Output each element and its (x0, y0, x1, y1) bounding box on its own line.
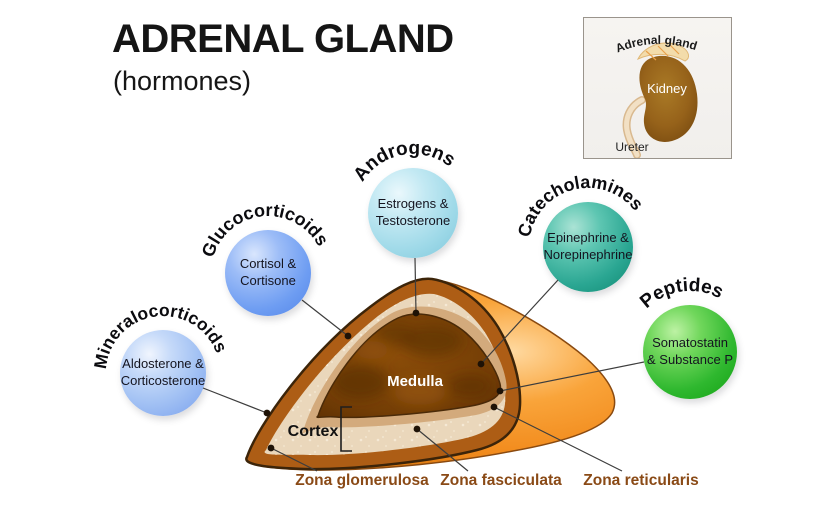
medulla-texture (332, 323, 492, 405)
zona-fasciculata-dot (413, 425, 421, 433)
zona-fasciculata-label: Zona fasciculata (440, 472, 562, 489)
kidney-shape (639, 55, 698, 142)
gland-cortex-speckles (264, 293, 506, 456)
page-subtitle: (hormones) (113, 66, 252, 96)
zona-reticularis-dot (490, 403, 498, 411)
androgens-substances: Estrogens &Testosterone (375, 196, 451, 228)
catecholamines-line (480, 279, 559, 365)
mineralocorticoids-sphere: Aldosterone &Corticosterone (120, 330, 206, 416)
gland-medulla-layer (316, 313, 502, 419)
cortex-label: Cortex (288, 423, 339, 440)
peptides-substances: Somatostatin& Substance P (647, 335, 733, 367)
zona-glomerulosa-label: Zona glomerulosa (295, 472, 429, 489)
peptides-dot (496, 387, 504, 395)
kidney-inset: Adrenal gland Kidney Ureter (583, 17, 732, 159)
adrenal-gland-texture (645, 44, 680, 61)
androgens-line (414, 257, 417, 314)
androgens-sphere: Estrogens &Testosterone (368, 168, 458, 258)
peptides-sphere: Somatostatin& Substance P (643, 305, 737, 399)
page-title: ADRENAL GLAND (112, 17, 454, 61)
medulla-label: Medulla (387, 373, 443, 390)
zona-fasciculata-line (416, 428, 469, 472)
glucocorticoids-substances: Cortisol &Cortisone (239, 256, 297, 288)
inset-kidney-label: Kidney (647, 81, 687, 96)
zona-glomerulosa-dot (267, 444, 275, 452)
peptides-line (499, 361, 645, 392)
cortex-bracket (340, 406, 352, 452)
glucocorticoids-dot (344, 332, 352, 340)
glucocorticoids-sphere: Cortisol &Cortisone (225, 230, 311, 316)
zona-reticularis-line (493, 406, 623, 472)
gland-cortex-layer (264, 293, 506, 456)
catecholamines-dot (477, 360, 485, 368)
catecholamines-substances: Epinephrine &Norepinephrine (543, 230, 633, 262)
mineralocorticoids-dot (263, 409, 271, 417)
inset-ureter-label: Ureter (615, 140, 648, 154)
kidney-inset-illustration: Adrenal gland Kidney Ureter (614, 33, 699, 159)
leader-dots (263, 309, 504, 452)
mineralocorticoids-substances: Aldosterone &Corticosterone (120, 356, 206, 388)
androgens-dot (412, 309, 420, 317)
gland-reticularis-layer (302, 306, 507, 434)
glucocorticoids-line (301, 299, 349, 337)
catecholamines-sphere: Epinephrine &Norepinephrine (543, 202, 633, 292)
ureter-highlight (624, 97, 645, 158)
mineralocorticoids-line (202, 387, 268, 414)
zona-glomerulosa-line (270, 447, 318, 472)
zona-reticularis-label: Zona reticularis (583, 472, 699, 489)
gland-outer-surface (245, 278, 616, 471)
